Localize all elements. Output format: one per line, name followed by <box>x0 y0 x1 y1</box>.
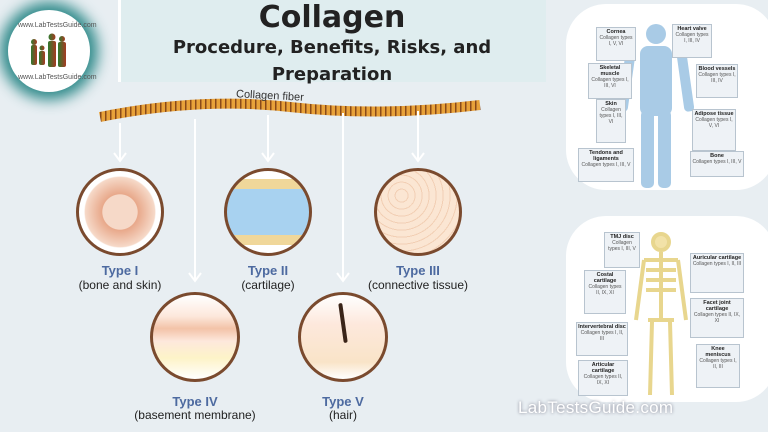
collagen-types: Collagen types I, III, IV <box>698 72 736 84</box>
organ-title: Cornea <box>606 29 626 35</box>
collagen-fiber-diagram <box>99 98 481 283</box>
organ-title: TMJ disc <box>610 234 634 240</box>
logo-text: www.LabTestsGuide.com <box>18 74 97 81</box>
organ-title: Bone <box>710 153 724 159</box>
organ-title: Facet joint cartilage <box>703 300 731 312</box>
hair-icon <box>338 302 348 344</box>
type-label: Type I <box>101 263 139 278</box>
collagen-types: Collagen types I, V, VI <box>695 117 733 129</box>
organ-title: Adipose tissue <box>694 111 734 117</box>
type-v-image <box>298 292 388 382</box>
page-subtitle: Procedure, Benefits, Risks, and Preparat… <box>118 34 546 88</box>
collagen-fiber <box>99 98 481 122</box>
subtitle-line: Preparation <box>271 64 393 85</box>
logo-text: www.LabTestsGuide.com <box>18 22 97 29</box>
organ-title: Intervertebral disc <box>578 324 626 330</box>
type-desc: (basement membrane) <box>134 408 256 422</box>
type-ii-image <box>224 168 312 256</box>
watermark: LabTestsGuide.com <box>518 398 674 417</box>
organ-title: Skin <box>605 101 617 107</box>
family-icon <box>31 33 66 67</box>
type-iv-image <box>150 292 240 382</box>
type-desc: (cartilage) <box>241 278 295 292</box>
collagen-types: Collagen types II, IX, XI <box>583 374 623 386</box>
type-label: Type IV <box>172 394 218 409</box>
collagen-types: Collagen types I, III, V <box>608 240 636 252</box>
collagen-types: Collagen types I, III, VI <box>591 77 629 89</box>
skeleton-icon <box>634 232 688 396</box>
collagen-types: Collagen types I, II, III <box>692 261 742 267</box>
organ-title: Articular cartilage <box>591 362 615 374</box>
page-title: Collagen <box>258 0 406 35</box>
collagen-types: Collagen types II, IX, XI <box>693 312 741 324</box>
collagen-types: Collagen types I, II, III <box>699 358 737 370</box>
type-label: Type V <box>322 394 364 409</box>
type-i-image <box>76 168 164 256</box>
collagen-types: Collagen types I, V, VI <box>599 35 633 47</box>
title-banner <box>118 0 546 82</box>
organ-title: Blood vessels <box>698 66 736 72</box>
collagen-types: Collagen types I, III, V <box>581 162 631 168</box>
organ-title: Auricular cartilage <box>692 255 742 261</box>
organ-title: Costal cartilage <box>593 272 617 284</box>
type-label: Type III <box>396 263 440 278</box>
subtitle-line: Procedure, Benefits, Risks, and <box>172 37 492 58</box>
type-label: Type II <box>247 263 289 278</box>
collagen-types: Collagen types I, II, III <box>580 330 624 342</box>
collagen-types: Collagen types I, III, IV <box>675 32 709 44</box>
organ-title: Heart valve <box>677 26 707 32</box>
logo: www.LabTestsGuide.com www.LabTestsGuide.… <box>8 10 97 92</box>
organ-title: Skeletal muscle <box>599 65 621 77</box>
type-desc: (bone and skin) <box>78 278 162 292</box>
collagen-types: Collagen types II, IX, XI <box>588 284 622 296</box>
collagen-types: Collagen types I, III, VI <box>599 107 623 125</box>
collagen-types: Collagen types I, III, V <box>692 159 742 165</box>
organ-title: Tendons and ligaments <box>589 150 623 162</box>
organ-title: Knee meniscus <box>705 346 731 358</box>
type-desc: (connective tissue) <box>367 278 469 292</box>
type-desc: (hair) <box>328 408 357 422</box>
type-iii-image <box>374 168 462 256</box>
